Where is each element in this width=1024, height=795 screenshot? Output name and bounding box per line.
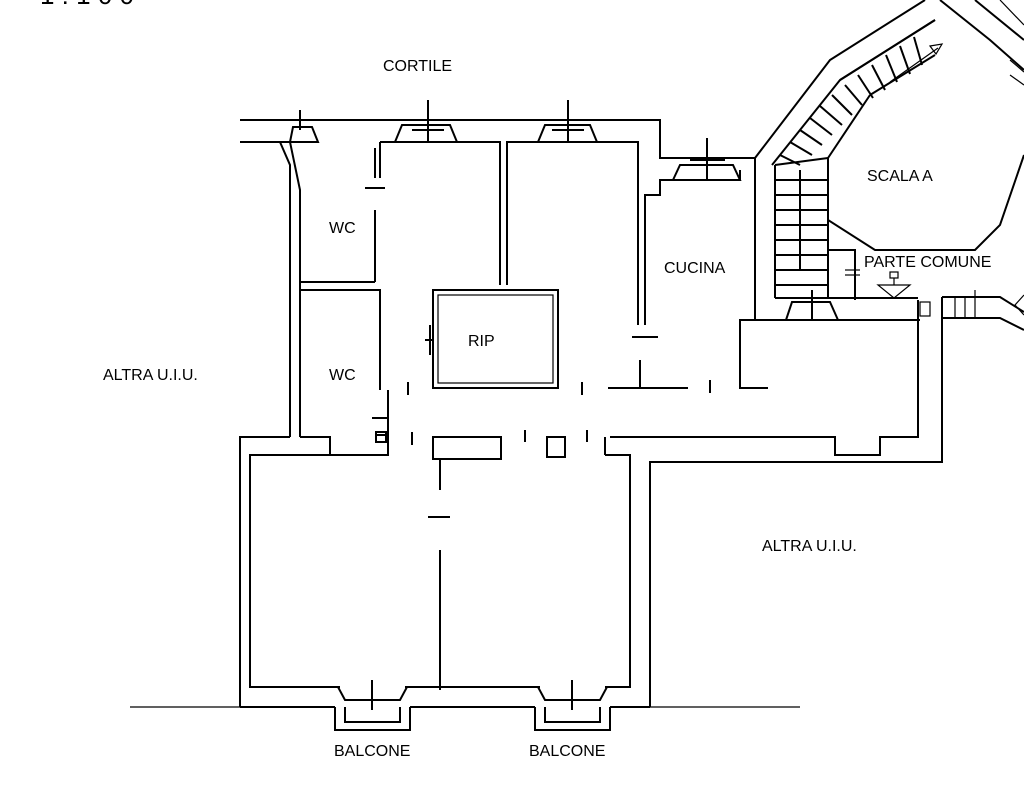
- scale-label: 1 : 1 0 0: [40, 0, 134, 10]
- label-balcone-right: BALCONE: [529, 743, 605, 760]
- window-top-2: [536, 100, 599, 143]
- label-altra-uiu-right: ALTRA U.I.U.: [762, 538, 857, 555]
- window-top-1: [393, 100, 459, 143]
- label-cortile: CORTILE: [383, 58, 452, 75]
- stair-treads: [774, 19, 936, 299]
- level-marker-icon: [876, 271, 912, 299]
- label-balcone-left: BALCONE: [334, 743, 410, 760]
- label-cucina: CUCINA: [664, 260, 726, 277]
- window-balcony-left: [334, 680, 411, 731]
- label-rip: RIP: [468, 333, 495, 350]
- window-stair: [784, 290, 840, 321]
- room-labels: CORTILE WC WC RIP CUCINA SCALA A PARTE C…: [103, 58, 991, 760]
- label-altra-uiu-left: ALTRA U.I.U.: [103, 367, 198, 384]
- internal-walls: [300, 141, 711, 690]
- label-wc-lower: WC: [329, 367, 356, 384]
- outer-walls: [130, 119, 943, 708]
- label-scala-a: SCALA A: [867, 168, 933, 185]
- window-balcony-right: [534, 680, 611, 731]
- window-top-wc: [288, 110, 320, 143]
- staircase: [754, 0, 1024, 331]
- label-wc-upper: WC: [329, 220, 356, 237]
- windows: [288, 100, 840, 731]
- label-parte-comune: PARTE COMUNE: [864, 254, 991, 271]
- window-kitchen: [671, 138, 742, 181]
